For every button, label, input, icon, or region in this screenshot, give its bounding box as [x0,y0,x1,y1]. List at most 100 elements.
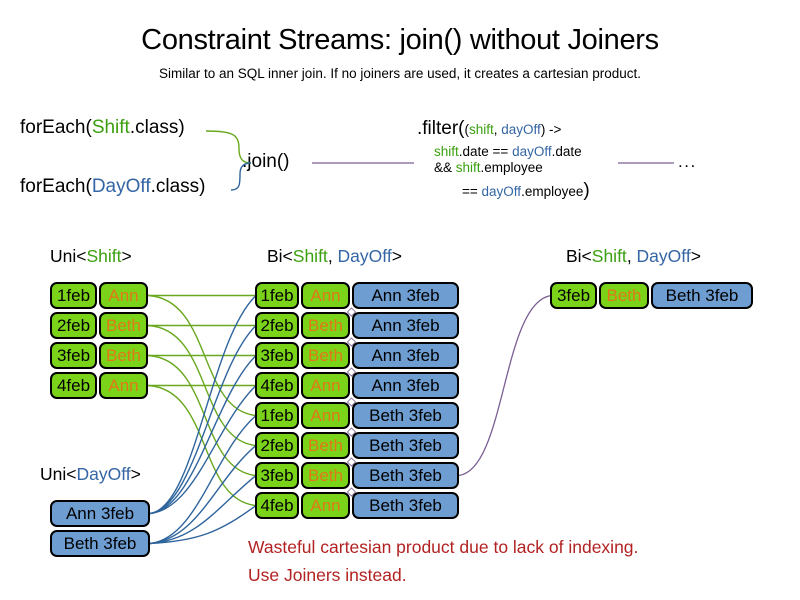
shift-link-curve [147,384,257,507]
tuple-node-diamond [346,307,357,317]
label-text: > [391,246,402,266]
code-text: ) [583,180,590,201]
label-bi-mid: Bi<Shift, DayOff> [267,246,402,267]
shift-link-curve [147,354,257,477]
tuple-node-diamond [346,397,357,407]
dayoff-link-curve [149,384,257,515]
code-text: ( [464,122,470,137]
bracket-dayoff-line [230,162,252,191]
shift-name-cell: Beth [99,342,148,369]
shift-class-token: Shift [91,117,130,138]
bi-dayoff-cell: Beth 3feb [352,462,459,489]
label-text: Bi< [267,246,293,266]
bi-date-cell: 2feb [255,312,299,339]
bi-date-cell: 1feb [255,282,299,309]
label-text: Uni< [50,246,87,266]
bi-date-cell: 1feb [255,402,299,429]
bi-dayoff-cell: Beth 3feb [352,492,459,519]
bi-name-cell: Beth [301,462,350,489]
bracket-shift-line [205,130,252,164]
code-text: .date [551,144,582,159]
dayoff-arg-token: dayOff [501,122,541,137]
shift-link-curve [147,324,257,447]
dayoff-link-curve [149,474,257,545]
label-bi-right: Bi<Shift, DayOff> [566,246,701,267]
shift-arg-token: shift [469,122,494,137]
dayoff-class-token: DayOff [91,176,151,197]
code-text: .employee [521,184,584,199]
label-uni-dayoff: Uni<DayOff> [40,464,141,485]
dayoff-link-curve [149,355,257,515]
code-text: .class) [129,117,185,138]
bi-name-cell: Ann [301,282,350,309]
code-join: .join() [242,151,290,172]
warning-line1: Wasteful cartesian product due to lack o… [248,537,639,557]
code-text: forEach( [20,117,92,138]
label-text: > [690,246,701,266]
bi-name-cell: Ann [301,372,350,399]
tuple-node-diamond [346,337,357,347]
dayoff-row: Beth 3feb [50,530,150,557]
slide-title: Constraint Streams: join() without Joine… [141,24,659,56]
bi-date-cell: 2feb [255,432,299,459]
code-text: .date == [458,144,513,159]
dayoff-cell: Ann 3feb [50,500,150,527]
shift-date-cell: 2feb [50,312,97,339]
code-filter-line3: && shift.employee [434,160,543,175]
shift-date-cell: 1feb [50,282,97,309]
code-filter-line2: shift.date == dayOff.date [434,144,582,159]
code-text: , [493,122,502,137]
result-name-cell: Beth [599,282,649,309]
tuple-node-diamond [346,427,357,437]
label-text: > [121,246,132,266]
label-text: , [626,246,637,266]
dayoff-link-curve [149,325,257,515]
code-text: forEach( [20,176,92,197]
label-text: , [327,246,338,266]
bi-name-cell: Beth [301,432,350,459]
tuple-node-diamond [346,367,357,377]
bi-dayoff-cell: Ann 3feb [352,282,459,309]
code-filter-head: .filter((shift, dayOff) -> [417,118,561,140]
filter-result-curve [458,294,552,477]
tuple-node-diamond [346,487,357,497]
shift-name-cell: Beth [99,312,148,339]
warning-note: Wasteful cartesian product due to lack o… [248,533,638,589]
shift-type-token: Shift [86,246,122,266]
bi-dayoff-cell: Ann 3feb [352,312,459,339]
dayoff-type-token: DayOff [76,464,131,484]
bi-date-cell: 4feb [255,372,299,399]
bi-date-cell: 3feb [255,462,299,489]
code-filter-line4: == dayOff.employee) [462,180,590,202]
shift-date-cell: 4feb [50,372,97,399]
label-text: > [130,464,141,484]
bi-name-cell: Ann [301,492,350,519]
bi-dayoff-cell: Beth 3feb [352,402,459,429]
dayoff-type-token: DayOff [636,246,691,266]
dayoff-link-curve [149,444,257,545]
code-text: ) -> [540,122,562,137]
shift-type-token: Shift [292,246,328,266]
bi-name-cell: Beth [301,312,350,339]
shift-date-cell: 3feb [50,342,97,369]
shift-name-cell: Ann [99,282,148,309]
bi-dayoff-cell: Ann 3feb [352,372,459,399]
bi-date-cell: 3feb [255,342,299,369]
bi-name-cell: Ann [301,402,350,429]
slide-subtitle: Similar to an SQL inner join. If no join… [159,66,641,81]
bi-name-cell: Beth [301,342,350,369]
